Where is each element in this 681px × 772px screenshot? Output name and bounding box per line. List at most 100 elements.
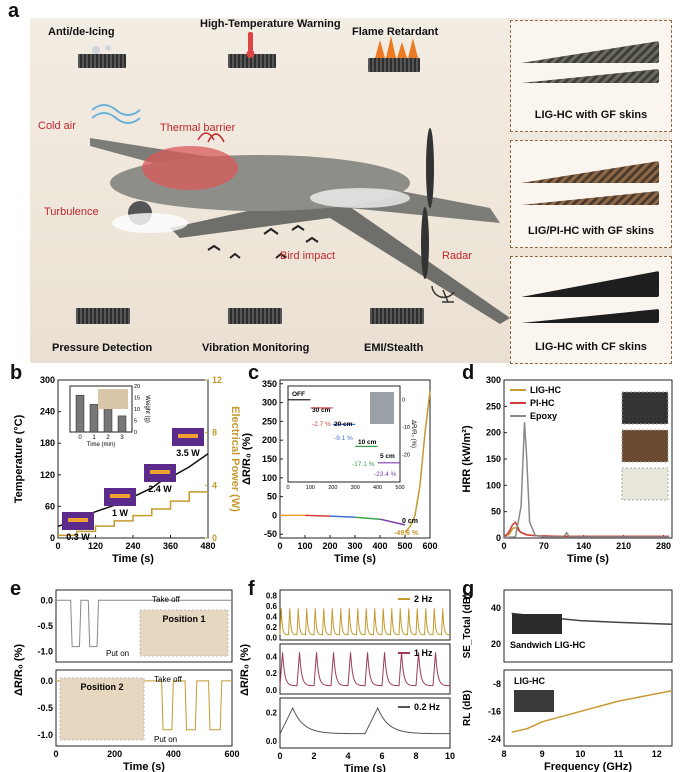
c-ylabel: ΔR/R₀ (%) <box>241 433 253 485</box>
c-inset-label: 20 cm <box>334 421 353 428</box>
b-ytick-label: 240 <box>40 407 55 417</box>
e-xtick: 600 <box>224 749 239 759</box>
cold-air-icon-2 <box>91 112 141 124</box>
b-y2tick-label: 8 <box>212 428 217 438</box>
e-top-ytick: 0.0 <box>40 595 53 605</box>
sample-panel-pi-2 <box>521 191 659 205</box>
e-bot-ytick: -1.0 <box>37 730 53 740</box>
f-ytick: 0.4 <box>266 653 278 662</box>
f-frame-2 <box>279 697 451 749</box>
sample-panel-cf-2 <box>521 309 659 323</box>
b-inset-xtick: 2 <box>106 435 110 441</box>
e-bot-ytick: -0.5 <box>37 703 53 713</box>
bird-icons <box>207 224 319 259</box>
f-xtick: 4 <box>345 751 350 761</box>
c-inset-ylabel: ΔR/R₀ (%) <box>410 420 416 448</box>
c-inset-xtick: 400 <box>373 485 382 491</box>
g-bottom-frame <box>503 669 673 747</box>
e-top-ytick: -1.0 <box>37 647 53 657</box>
f-ytick: 0.2 <box>266 669 278 678</box>
b-inset-ytick: 20 <box>134 384 140 390</box>
d-ytick-label: 300 <box>486 375 501 385</box>
e-top-ytick: -0.5 <box>37 621 53 631</box>
c-xtick-label: 400 <box>372 541 387 551</box>
g-top-ytick: 20 <box>491 639 501 649</box>
c-inset-xtick: 0 <box>286 485 289 491</box>
c-inset-value: -2.7 % <box>312 421 331 428</box>
e-position2-photo <box>59 677 145 741</box>
c-segment-5 <box>404 391 431 533</box>
e-position1-label: Position 1 <box>162 614 205 624</box>
sample-panel-gf-1 <box>521 41 659 63</box>
c-ytick-label: 50 <box>267 492 277 502</box>
b-inset-ytick: 15 <box>134 396 140 402</box>
c-segment-2 <box>329 515 356 519</box>
f-ytick: 0.0 <box>266 633 278 642</box>
b-y2label: Electrical Power (W) <box>229 406 240 512</box>
thermal-barrier-icon-2 <box>207 133 225 143</box>
e-ylabel: ΔR/R₀ (%) <box>13 644 25 696</box>
c-inset-ytick: 0 <box>402 398 405 404</box>
e-top-frame <box>55 589 233 663</box>
e-bot-ytick: 0.0 <box>40 676 53 686</box>
f-ytick: 0.0 <box>266 737 278 746</box>
c-annotation-pct: -49.6 % <box>394 530 419 537</box>
b-power-line <box>58 491 208 537</box>
b-power-annotation: 0.3 W <box>66 532 90 542</box>
d-ytick-label: 150 <box>486 454 501 464</box>
c-inset-ytick: -20 <box>402 453 410 459</box>
d-sample-photo <box>621 391 669 425</box>
feature-high-temp-warning: High-Temperature Warning <box>200 18 341 30</box>
c-inset-value: -23.4 % <box>374 471 397 478</box>
b-thermal-hotspot <box>110 494 130 498</box>
d-series-Epoxy <box>503 422 670 539</box>
c-inset-value: -9.1 % <box>334 435 353 442</box>
c-ytick-label: -50 <box>264 529 277 539</box>
b-xtick-label: 240 <box>125 541 140 551</box>
c-xtick-label: 100 <box>297 541 312 551</box>
label-turbulence: Turbulence <box>44 206 99 218</box>
b-inset-ylabel: Weight (g) <box>144 395 150 423</box>
plane-wing-lower <box>170 193 510 324</box>
d-legend-label: LIG-HC <box>530 385 561 395</box>
f-signal-0.2 Hz <box>279 706 451 735</box>
d-sample-photo <box>621 429 669 463</box>
b-inset-xtick: 1 <box>92 435 96 441</box>
g-top-ylabel: SE_Total (dB) <box>462 594 473 659</box>
b-thermal-hotspot <box>68 518 88 522</box>
g-bot-ytick: -24 <box>488 734 501 744</box>
g-rl-line <box>511 689 673 733</box>
c-xtick-label: 500 <box>397 541 412 551</box>
d-xlabel: Time (s) <box>567 553 609 565</box>
b-ylabel: Temperature (°C) <box>13 414 25 503</box>
d-xtick-label: 210 <box>616 541 631 551</box>
f-xtick: 6 <box>379 751 384 761</box>
cold-air-icon <box>91 104 141 116</box>
f-signal-1 Hz <box>279 652 451 687</box>
b-thermal-hotspot <box>150 470 170 474</box>
b-power-annotation: 1 W <box>112 508 129 518</box>
d-ytick-label: 250 <box>486 401 501 411</box>
feature-vibration-monitoring: Vibration Monitoring <box>202 342 310 354</box>
c-xtick-label: 200 <box>322 541 337 551</box>
label-bird-impact: Bird impact <box>280 250 336 262</box>
sample-box-lig-hc-cf: LIG-HC with CF skins <box>510 256 672 364</box>
pressure-detection-block <box>76 308 130 324</box>
ice-icon <box>92 46 100 54</box>
f-ytick: 0.2 <box>266 623 278 632</box>
feature-anti-icing: Anti/de-Icing <box>48 26 115 38</box>
b-ytick-label: 300 <box>40 375 55 385</box>
c-inset-label: 5 cm <box>380 453 395 460</box>
d-series-PI-HC <box>503 520 670 538</box>
f-xtick: 10 <box>445 751 455 761</box>
c-inset-xtick: 100 <box>306 485 315 491</box>
radar-icon <box>431 285 455 303</box>
b-power-annotation: 3.5 W <box>176 448 200 458</box>
g-xlabel: Frequency (GHz) <box>544 761 632 772</box>
c-inset-label: 10 cm <box>358 439 377 446</box>
label-thermal-barrier: Thermal barrier <box>160 122 236 134</box>
sample-panel-cf-1 <box>521 271 659 297</box>
b-y2tick-label: 12 <box>212 375 222 385</box>
